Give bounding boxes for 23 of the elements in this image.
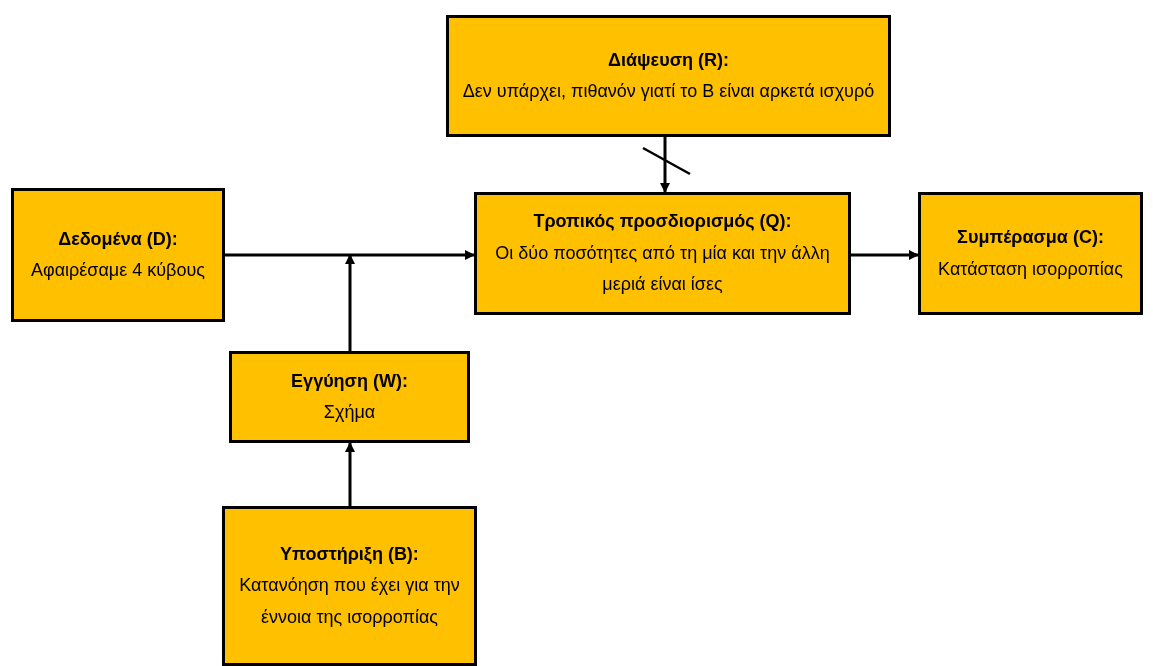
warrant-box — [229, 351, 470, 443]
qualifier-box — [474, 192, 851, 315]
arrow — [345, 254, 355, 351]
box-text: Αφαιρέσαμε 4 κύβους — [31, 259, 205, 282]
backing-box — [222, 506, 477, 666]
box-text: Δεν υπάρχει, πιθανόν γιατί το B είναι αρκετά ισχυρό — [462, 80, 875, 103]
box-heading: Συμπέρασμα (C): — [957, 226, 1104, 249]
box-text: Κατάσταση ισορροπίας — [938, 257, 1123, 281]
arrow — [851, 250, 919, 260]
arrow — [225, 250, 475, 260]
box-text: Οι δύο ποσότητες από τη μία και την άλλη μεριά είναι ίσες — [494, 241, 831, 297]
arrow — [345, 442, 355, 506]
data-box — [11, 188, 225, 322]
box-text: Σχήμα — [323, 401, 376, 424]
box-heading: Δεδομένα (D): — [58, 227, 178, 251]
box-heading: Εγγύηση (W): — [291, 369, 408, 393]
arrow — [660, 137, 670, 193]
box-heading: Υποστήριξη (B): — [280, 542, 419, 566]
box-heading: Τροπικός προσδιορισμός (Q): — [533, 210, 792, 234]
box-text: Κατανόηση που έχει για την έννοια της ισορροπίας — [238, 574, 461, 629]
conclusion-box — [918, 192, 1143, 315]
box-heading: Διάψευση (R): — [608, 48, 729, 72]
rebuttal-box — [446, 15, 891, 137]
